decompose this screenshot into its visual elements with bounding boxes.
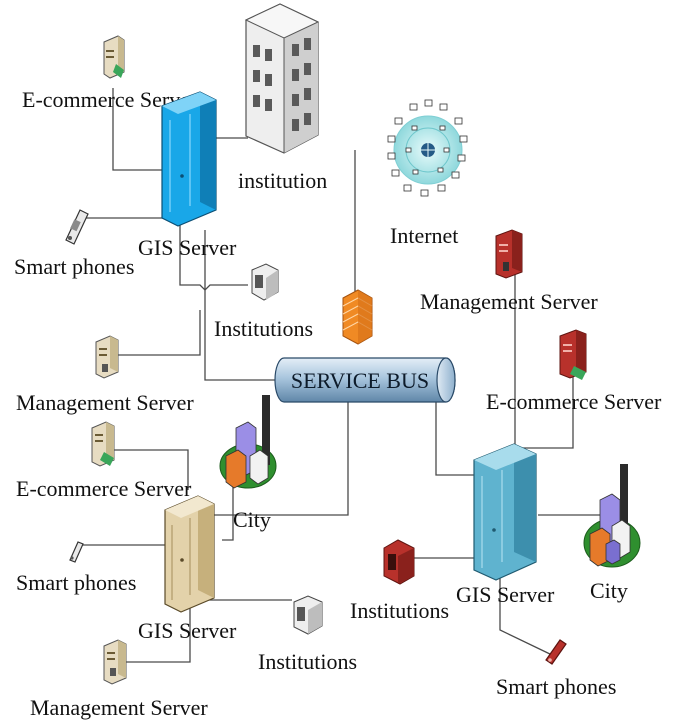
service-bus: SERVICE BUS bbox=[274, 357, 456, 403]
smart-phone-icon-bottom-left bbox=[69, 541, 84, 563]
smart-phone-icon-right bbox=[545, 639, 567, 665]
management-server-icon-bottom-left bbox=[103, 639, 127, 685]
ecommerce-server-label-bottom-left: E-commerce Server bbox=[16, 476, 192, 501]
city-label-right: City bbox=[590, 578, 628, 603]
smart-phone-icon-top-left bbox=[65, 209, 89, 245]
institutions-icon-right bbox=[383, 539, 415, 585]
ecommerce-server-icon bbox=[103, 35, 125, 79]
management-server-icon-top-left bbox=[95, 335, 119, 379]
ecommerce-server-icon-bottom-left bbox=[91, 421, 115, 467]
internet-cloud-icon bbox=[387, 99, 468, 197]
institutions-label-right: Institutions bbox=[350, 598, 449, 623]
smart-phones-label-top-left: Smart phones bbox=[14, 254, 134, 279]
ecommerce-server-icon-right bbox=[559, 329, 587, 380]
institution-building-icon bbox=[244, 3, 320, 154]
smart-phones-label-bottom-left: Smart phones bbox=[16, 570, 136, 595]
gis-server-icon-bottom-left bbox=[164, 495, 215, 613]
smart-phones-label-right: Smart phones bbox=[496, 674, 616, 699]
internet-label: Internet bbox=[390, 223, 458, 248]
management-server-icon-right bbox=[495, 229, 523, 279]
gis-server-label-bottom-left: GIS Server bbox=[138, 618, 237, 643]
institutions-label-top-left: Institutions bbox=[214, 316, 313, 341]
service-bus-label: SERVICE BUS bbox=[291, 368, 429, 393]
management-server-label-bottom-left: Management Server bbox=[30, 695, 208, 720]
city-label-bottom-left: City bbox=[233, 507, 271, 532]
firewall-icon bbox=[342, 289, 373, 345]
gis-server-label-right: GIS Server bbox=[456, 582, 555, 607]
institutions-label-bottom-left: Institutions bbox=[258, 649, 357, 674]
city-icon-bottom-left bbox=[219, 395, 277, 489]
city-icon-right bbox=[583, 464, 641, 568]
gis-server-icon-right bbox=[473, 443, 537, 581]
institutions-icon-top-left bbox=[251, 263, 279, 301]
management-server-label-top-left: Management Server bbox=[16, 390, 194, 415]
institutions-icon-bottom-left bbox=[293, 595, 323, 635]
gis-server-icon-top-left bbox=[161, 91, 217, 227]
institution-label: institution bbox=[238, 168, 327, 193]
ecommerce-server-label-right: E-commerce Server bbox=[486, 389, 662, 414]
gis-server-label-top-left: GIS Server bbox=[138, 235, 237, 260]
management-server-label-right: Management Server bbox=[420, 289, 598, 314]
